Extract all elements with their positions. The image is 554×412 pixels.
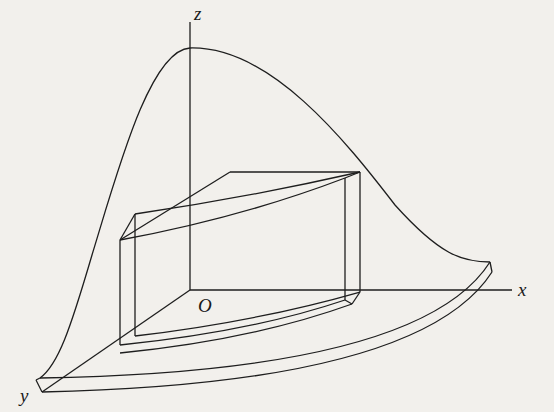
axis-label: y <box>20 386 28 405</box>
axis-label: x <box>518 280 526 299</box>
axis-label: z <box>194 4 201 23</box>
origin-label: O <box>198 296 212 315</box>
